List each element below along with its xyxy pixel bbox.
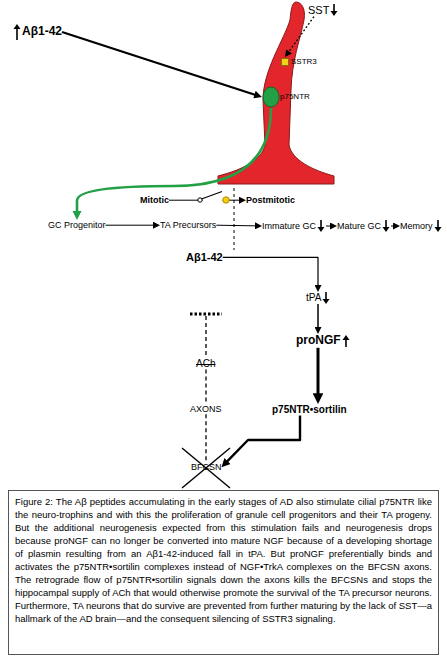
arrow-connector [225,416,301,465]
arrow-shaft [385,220,387,228]
arrow-head [318,227,325,232]
text-node: Aβ1-42 [12,24,62,40]
text-node: p75NTR [262,86,310,108]
receptor-dot [262,86,280,108]
arrow-connector [326,226,334,227]
trend-arrow-icon [317,220,325,232]
receptor-square [281,58,289,66]
ach-supply-line [205,316,206,357]
receptor-rect [282,58,289,65]
cross-mark [182,448,230,488]
node-label: TA Precursors [160,220,216,230]
receptor-ellipse [263,87,279,107]
switch-pivot [198,198,202,202]
trend-arrow-icon [13,24,21,40]
text-node: tPA [306,292,331,304]
arrow-connector [391,226,397,227]
text-node: TA Precursors [160,220,216,230]
arrow-shaft [16,28,18,40]
node-label: Memory [400,221,433,231]
node-label: Postmitotic [246,195,295,205]
arrow-connector [106,225,157,226]
dashed-connector [205,414,206,462]
text-node: SST [308,4,339,17]
cross-mark [182,448,230,488]
node-label: Mature GC [337,221,381,231]
arrow-connector [77,108,271,215]
arrow-connector [62,32,258,96]
text-node: p75NTR•sortilin [272,404,347,416]
switch-lever [202,192,223,200]
trend-arrow-icon [434,220,442,232]
node-label: SSTR3 [291,57,317,66]
arrow-shaft [326,292,328,300]
node-label: BFCSN [191,462,222,472]
text-node: Memory [400,220,443,232]
arrow-head [383,227,390,232]
node-label: ACh [196,358,215,370]
arrow-connector [169,200,243,201]
arrow-connector [223,257,318,288]
node-label: p75NTR [280,92,310,101]
text-node: SSTR3 [281,57,317,66]
arrow-shaft [345,339,347,347]
text-node: Mature GC [337,220,391,232]
arrow-head [14,24,21,29]
arrow-head [323,299,330,304]
node-label: p75NTR•sortilin [272,404,347,416]
text-node: Immature GC [262,220,326,232]
node-label: proNGF [296,334,341,348]
dashed-connector [287,17,314,55]
node-label: Aβ1-42 [22,25,62,39]
switch-gap [203,197,223,204]
text-node: GC Progenitor [48,220,106,230]
trend-arrow-icon [322,292,330,304]
caption-box: Figure 2: The Aβ peptides accumulating i… [8,490,439,655]
dotted-bar [190,313,222,316]
divider-dashed-line [234,188,235,250]
text-node: Aβ1-42 [186,251,223,264]
text-node: Postmitotic [246,195,295,205]
arrow-connector [317,348,320,399]
text-node: Mitotic [140,195,169,205]
neuron-cilium-shape [218,2,334,184]
dashed-connector [205,370,206,405]
arrow-connector [216,225,258,227]
text-node: ACh [196,358,215,370]
text-node: AXONS [190,404,222,414]
figure-caption: Figure 2: The Aβ peptides accumulating i… [15,496,432,624]
text-node: BFCSN [191,462,222,472]
trend-arrow-icon [330,4,338,16]
node-label: Aβ1-42 [186,251,223,264]
text-node: proNGF [296,334,351,348]
trend-arrow-icon [342,335,350,347]
node-label: AXONS [190,404,222,414]
node-label: GC Progenitor [48,220,106,230]
arrow-head [331,11,338,16]
node-label: Mitotic [140,195,169,205]
arrow-connector [317,304,319,331]
node-label: SST [308,4,329,17]
arrow-head [342,335,349,340]
arrow-shaft [437,220,439,228]
arrow-shaft [334,4,336,12]
node-label: tPA [306,292,321,304]
arrow-shaft [320,220,322,228]
arrow-head [434,227,441,232]
switch-contact [223,197,229,203]
trend-arrow-icon [382,220,390,232]
node-label: Immature GC [262,221,316,231]
